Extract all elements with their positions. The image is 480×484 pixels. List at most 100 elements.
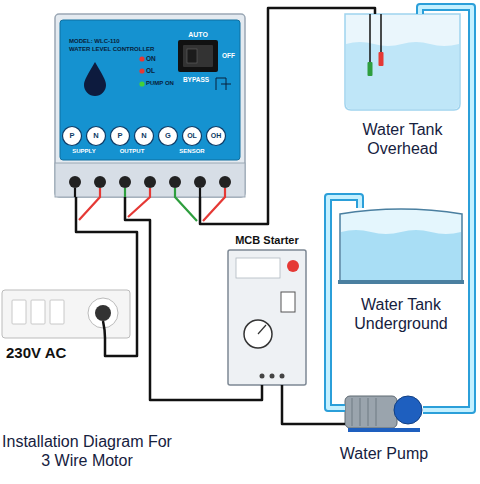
- panel-label-holder: OL: [181, 131, 203, 140]
- controller-housing-part: [84, 62, 106, 96]
- water-pump-part: [348, 428, 420, 432]
- panel-label: OUTPUT: [112, 148, 152, 156]
- terminal-label: N: [133, 131, 155, 141]
- overhead-tank-part: [368, 62, 373, 76]
- panel-label-holder: SUPPLY: [64, 148, 104, 156]
- panel-label-holder: P: [61, 131, 83, 141]
- overhead-tank-part: [345, 14, 460, 110]
- panel-label: AUTO: [183, 30, 213, 39]
- mcb-starter-box-part: [258, 325, 266, 334]
- terminal-wires-part: [79, 188, 100, 220]
- terminal-wires-part: [203, 188, 225, 221]
- panel-label-holder: OH: [205, 131, 227, 140]
- panel-label: PUMP ON: [146, 80, 176, 88]
- overhead-tank: [345, 14, 460, 110]
- terminal-label: P: [109, 131, 131, 141]
- mcb-starter-box-part: [281, 292, 295, 312]
- overhead-tank-part: [369, 14, 371, 62]
- node-heading-holder: Water Pump: [319, 444, 449, 463]
- node-heading-holder: Water Tank Underground: [339, 295, 464, 333]
- overhead-tank: Water Tank Overhead: [345, 14, 460, 110]
- panel-label: SUPPLY: [64, 148, 104, 156]
- panel-label-holder: N: [133, 131, 155, 141]
- node-heading: Water Tank Underground: [339, 295, 464, 333]
- water-pipe: [420, 7, 472, 410]
- panel-label-holder: OUTPUT: [112, 148, 152, 156]
- terminal-wires-part: [128, 188, 150, 217]
- cable-line: [125, 197, 262, 400]
- controller-box: MODEL: WLC-110WATER LEVEL CONTROLLER: [55, 14, 245, 197]
- terminal-screws-part: [144, 176, 156, 188]
- switch-board-part: [12, 300, 26, 324]
- switch-board-part: [2, 290, 130, 338]
- panel-label-holder: G: [157, 131, 179, 141]
- terminal-screws-part: [169, 176, 181, 188]
- terminal-screws-part: [219, 176, 231, 188]
- diagram-caption: Installation Diagram For 3 Wire Motor: [2, 432, 172, 470]
- mcb-starter-box-part: [280, 374, 285, 379]
- terminal-screws: [69, 176, 231, 188]
- terminal-screws-part: [119, 176, 131, 188]
- node-heading: Water Pump: [319, 444, 449, 463]
- terminal-label: N: [85, 131, 107, 141]
- node-heading-holder: 230V AC: [6, 344, 116, 362]
- node-heading: 230V AC: [6, 344, 116, 362]
- node-heading-holder: Water Tank Overhead: [340, 120, 465, 158]
- panel-label-holder: SENSOR: [172, 148, 212, 156]
- caption-holder: Installation Diagram For 3 Wire Motor: [2, 432, 172, 470]
- controller-housing-part: [139, 68, 144, 73]
- overhead-tank-part: [346, 42, 459, 109]
- controller-housing: [55, 14, 245, 197]
- mcb-starter: MCB Starter: [228, 250, 306, 385]
- node-heading: MCB Starter: [217, 234, 317, 247]
- terminal-screws-part: [194, 176, 206, 188]
- pipe-line: [328, 197, 360, 408]
- underground-tank-part: [340, 209, 462, 283]
- terminal-wires: [75, 188, 225, 221]
- panel-label-holder: ON: [146, 55, 162, 63]
- controller-housing-part: [139, 56, 144, 61]
- water-pump: [345, 396, 422, 432]
- water-pump: Water Pump: [345, 392, 423, 432]
- water-pipe: [328, 197, 360, 408]
- switch-board: [2, 290, 130, 338]
- terminal-label: OH: [205, 131, 227, 140]
- panel-label-holder: PUMP ON: [146, 80, 176, 88]
- underground-tank: [338, 209, 464, 284]
- panel-label-holder: BYPASS: [180, 76, 212, 84]
- water-pump-part: [352, 398, 376, 426]
- panel-label-holder: OFF: [219, 52, 238, 60]
- cable-line: [200, 8, 375, 224]
- mcb-starter-box: [228, 250, 306, 385]
- node-title: WATER LEVEL CONTROLLER: [69, 46, 179, 53]
- mcb-starter-box-part: [270, 374, 275, 379]
- pipe-line: [420, 7, 472, 410]
- panel-label-holder: AUTO: [183, 30, 213, 39]
- water-pump-part: [394, 396, 422, 424]
- terminal-screws-part: [69, 176, 81, 188]
- power-socket: 230V AC: [2, 290, 130, 338]
- switch-board-part: [31, 300, 45, 324]
- electric-cable: [200, 8, 375, 224]
- mcb-starter-box-part: [244, 320, 272, 348]
- controller-housing-part: [178, 40, 218, 72]
- terminal-label: OL: [181, 131, 203, 140]
- switch-board-part: [95, 305, 111, 321]
- terminal-label: G: [157, 131, 179, 141]
- switch-board-part: [103, 321, 105, 338]
- panel-label: BYPASS: [180, 76, 212, 84]
- panel-label-holder: OL: [146, 67, 162, 75]
- electric-cable: [125, 197, 262, 400]
- node-heading-holder: MCB Starter: [217, 234, 317, 247]
- terminal-wires-part: [74, 188, 76, 197]
- water-pump-part: [345, 396, 397, 428]
- panel-label-holder: N: [85, 131, 107, 141]
- pipe-line: [328, 197, 360, 408]
- controller-housing-part: [139, 81, 144, 86]
- node-text-holder: WATER LEVEL CONTROLLER: [69, 46, 179, 53]
- panel-label: OL: [146, 67, 162, 75]
- controller-housing-part: [55, 14, 245, 197]
- node-title: MODEL: WLC-110: [69, 38, 179, 45]
